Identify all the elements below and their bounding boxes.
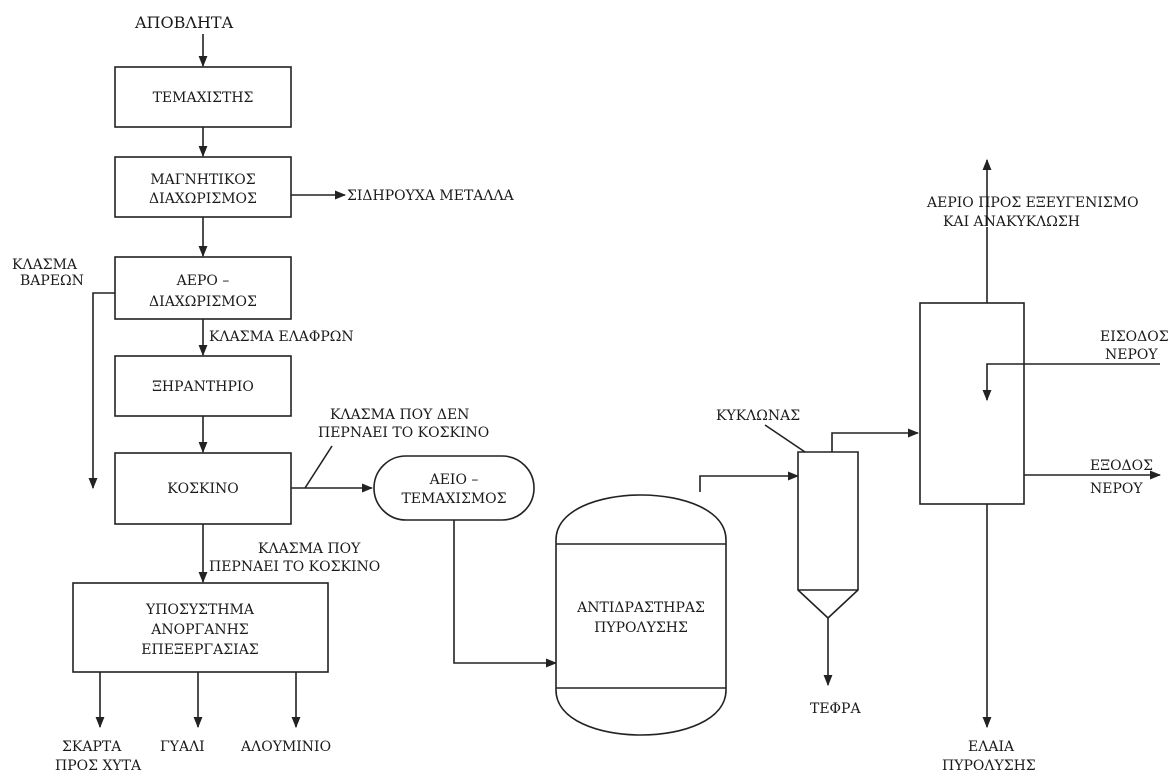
- scrap-label-line2: ΠΡΟΣ ΧΥΤΑ: [55, 758, 142, 774]
- oil-label-line1: ΕΛΑΙΑ: [968, 739, 1015, 755]
- sieve-label: ΚΟΣΚΙΝΟ: [167, 481, 239, 497]
- inorganic-label-line1: ΥΠΟΣΥΣΤΗΜΑ: [145, 602, 255, 618]
- reshred-box: [373, 455, 535, 521]
- aluminium-label: ΑΛΟΥΜΙΝΙΟ: [240, 739, 331, 755]
- gas-label-line2: ΚΑΙ ΑΝΑΚΥΚΛΩΣΗ: [943, 214, 1080, 230]
- reactor-label-line1: ΑΝΤΙΔΡΑΣΤΗΡΑΣ: [576, 600, 705, 616]
- inorganic-label-line3: ΕΠΕΞΕΡΓΑΣΙΑΣ: [141, 642, 258, 658]
- magnetic-separation-box: [114, 156, 292, 218]
- water-out-label-line1: ΕΞΟΔΟΣ: [1090, 458, 1153, 474]
- oversize-leader-line: [304, 445, 333, 489]
- dryer-label: ΞΗΡΑΝΤΗΡΙΟ: [152, 379, 254, 395]
- gas-label-line1: ΑΕΡΙΟ ΠΡΟΣ ΕΞΕΥΓΕΝΙΣΜΟ: [926, 195, 1139, 211]
- air-label-line1: ΑΕΡΟ –: [176, 273, 230, 289]
- inorganic-label-line2: ΑΝΟΡΓΑΝΗΣ: [150, 622, 248, 638]
- scrap-label-line1: ΣΚΑΡΤΑ: [62, 739, 122, 755]
- not-pass-label-line1: ΚΛΑΣΜΑ ΠΟΥ ΔΕΝ: [330, 407, 469, 423]
- pass-label-line2: ΠΕΡΝΑΕΙ ΤΟ ΚΟΣΚΙΝΟ: [209, 559, 380, 575]
- water-in-label-line2: ΝΕΡΟΥ: [1105, 347, 1158, 363]
- cyclone-label: ΚΥΚΛΩΝΑΣ: [716, 408, 800, 424]
- arrow-reshred-to-reactor: [453, 520, 558, 668]
- magnetic-label-line2: ΔΙΑΧΩΡΙΣΜΟΣ: [149, 191, 257, 207]
- air-separation-box: [114, 256, 292, 320]
- sieve-box: [114, 452, 292, 525]
- inorganic-subsystem-box: [72, 582, 329, 673]
- reshred-label-line1: ΑΕΙΟ –: [429, 472, 479, 488]
- arrow-cyclone-to-condenser: [831, 428, 920, 452]
- water-out-label-line2: ΝΕΡΟΥ: [1090, 481, 1143, 497]
- cyclone-vessel: [797, 451, 859, 620]
- magnetic-label-line1: ΜΑΓΝΗΤΙΚΟΣ: [150, 172, 255, 188]
- not-pass-label-line2: ΠΕΡΝΑΕΙ ΤΟ ΚΟΣΚΙΝΟ: [318, 425, 489, 441]
- oil-label-line2: ΠΥΡΟΛΥΣΗΣ: [942, 758, 1036, 774]
- pyrolysis-reactor-vessel: [555, 494, 727, 736]
- shredder-label: ΤΕΜΑΧΙΣΤΗΣ: [153, 90, 254, 106]
- light-fraction-label: ΚΛΑΣΜΑ ΕΛΑΦΡΩΝ: [209, 329, 354, 345]
- ash-label: ΤΕΦΡΑ: [810, 701, 861, 717]
- pass-label-line1: ΚΛΑΣΜΑ ΠΟΥ: [258, 541, 361, 557]
- cyclone-leader-line: [764, 424, 806, 453]
- arrow-water-in: [982, 363, 1160, 402]
- condenser-box: [919, 302, 1025, 505]
- input-label: ΑΠΟΒΛΗΤΑ: [134, 13, 234, 32]
- heavy-fraction-line2: ΒΑΡΕΩΝ: [20, 273, 84, 289]
- arrow-heavy-fraction: [88, 292, 115, 490]
- arrow-reactor-to-cyclone: [699, 471, 800, 492]
- dryer-box: [114, 355, 292, 417]
- water-in-label-line1: ΕΙΣΟΔΟΣ: [1100, 329, 1169, 345]
- glass-label: ΓΥΑΛΙ: [160, 739, 205, 755]
- heavy-fraction-line1: ΚΛΑΣΜΑ: [12, 257, 78, 273]
- air-label-line2: ΔΙΑΧΩΡΙΣΜΟΣ: [149, 294, 257, 310]
- ferrous-metals-label: ΣΙΔΗΡΟΥΧΑ ΜΕΤΑΛΛΑ: [347, 188, 515, 204]
- reshred-label-line2: ΤΕΜΑΧΙΣΜΟΣ: [401, 491, 506, 507]
- reactor-label-line2: ΠΥΡΟΛΥΣΗΣ: [594, 620, 688, 636]
